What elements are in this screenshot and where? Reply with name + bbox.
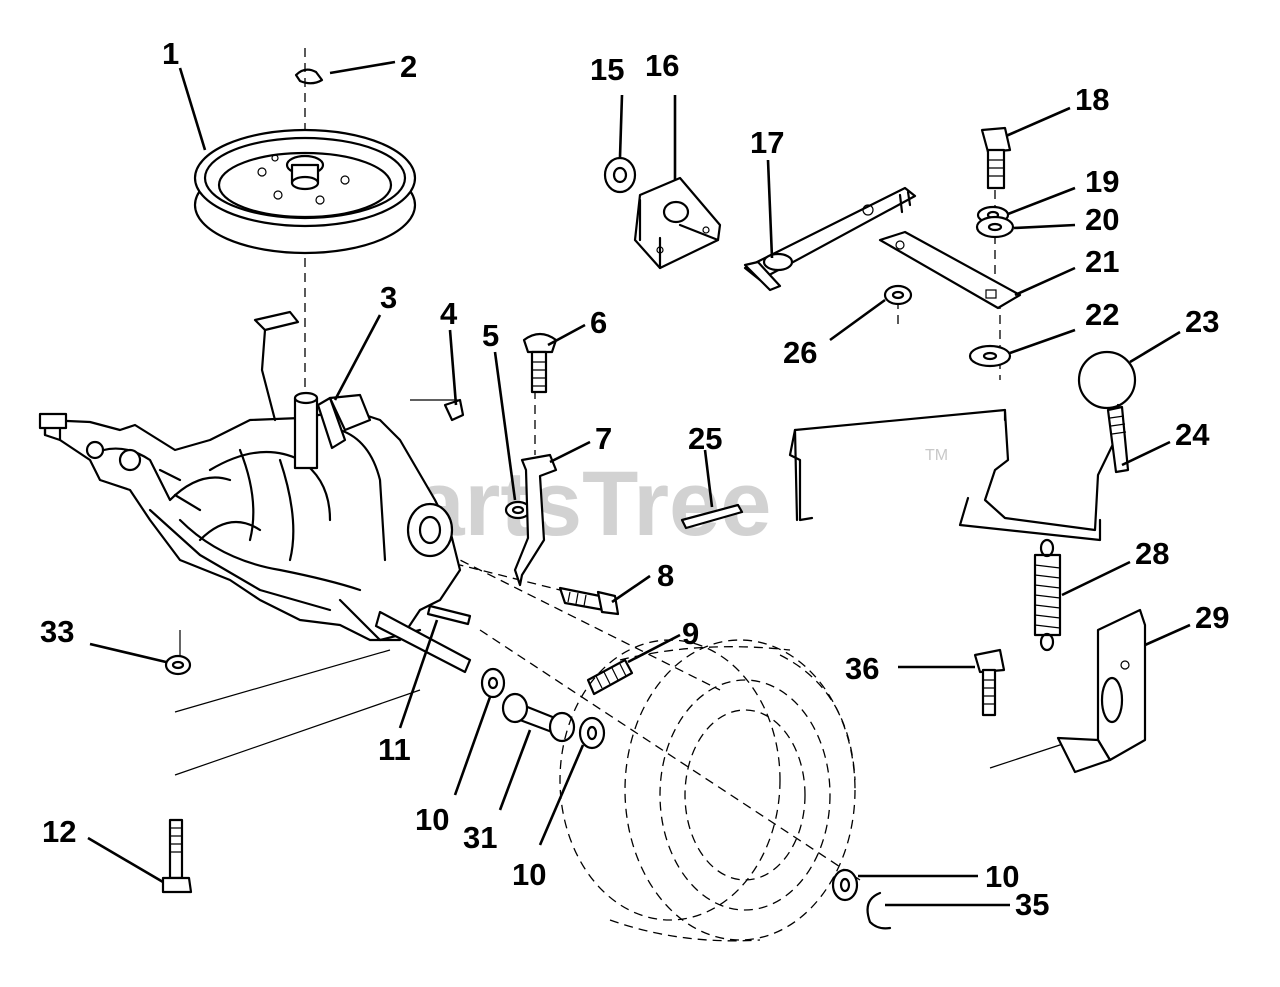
pin-4 [443,398,465,422]
callout-26: 26 [783,335,817,370]
cable-rod-17 [743,186,917,292]
callout-29: 29 [1195,600,1229,635]
bolt-12 [161,818,193,894]
callout-24: 24 [1175,417,1210,452]
callout-21: 21 [1085,244,1119,279]
callout-1: 1 [162,36,179,71]
callout-31: 31 [463,820,497,855]
callout-3: 3 [380,280,397,315]
washer-15 [603,156,637,194]
callout-8: 8 [657,558,674,593]
callout-10: 10 [415,802,449,837]
callout-4: 4 [440,296,458,331]
clip-2 [294,68,324,85]
leader-lines [87,60,1191,907]
carriage-bolt-6 [522,332,558,394]
shift-lever-24 [788,403,1130,542]
callout-17: 17 [750,125,784,160]
callout-35: 35 [1015,887,1049,922]
key-11 [426,604,472,626]
callout-23: 23 [1185,304,1219,339]
callouts: 1 2 3 4 5 6 7 8 9 10 10 10 11 12 15 16 1… [40,36,1229,922]
callout-33: 33 [40,614,74,649]
pulley-1 [193,128,417,255]
callout-18: 18 [1075,82,1109,117]
transaxle-housing [38,310,462,642]
nut-33 [164,654,192,676]
bolt-8 [558,586,620,616]
callout-10: 10 [985,859,1019,894]
nut-5 [504,500,532,520]
washer-20 [975,215,1015,239]
spacer-31 [501,692,576,743]
shaft-3 [316,396,347,450]
watermark-trademark: TM [925,447,948,464]
washer-10 [480,667,506,699]
callout-25: 25 [688,421,722,456]
knob-23 [1077,350,1137,410]
e-clip-35 [866,891,892,930]
callout-16: 16 [645,48,679,83]
washer-22 [968,344,1012,368]
axle [374,610,472,674]
callout-22: 22 [1085,297,1119,332]
callout-5: 5 [482,318,499,353]
callout-12: 12 [42,814,76,849]
washer-10 [578,716,606,750]
spring-9 [586,658,634,696]
callout-6: 6 [590,305,607,340]
callout-28: 28 [1135,536,1169,571]
plate-21 [878,230,1022,310]
screw-36 [973,648,1006,717]
bracket-7 [513,453,558,587]
bracket-16 [633,176,722,270]
callout-9: 9 [682,616,699,651]
bolt-18 [980,126,1012,190]
spring-28 [1033,538,1062,652]
nut-26 [883,284,913,306]
callout-7: 7 [595,421,612,456]
pin-25 [680,503,744,530]
bracket-29 [1056,608,1147,774]
callout-15: 15 [590,52,624,87]
callout-2: 2 [400,49,417,84]
callout-11: 11 [378,732,411,767]
callout-36: 36 [845,651,879,686]
callout-20: 20 [1085,202,1119,237]
callout-19: 19 [1085,164,1119,199]
callout-10: 10 [512,857,546,892]
washer-10 [831,868,859,902]
